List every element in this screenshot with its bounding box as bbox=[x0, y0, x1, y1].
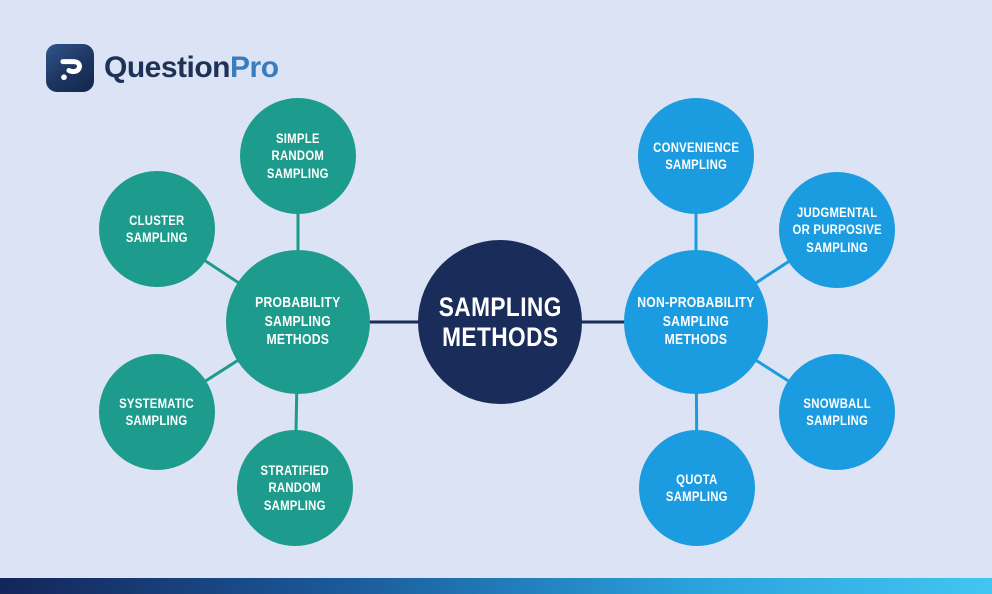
node-quota-sampling: QUOTA SAMPLING bbox=[639, 430, 755, 546]
node-probability-label: PROBABILITY SAMPLING METHODS bbox=[255, 294, 341, 349]
questionpro-wordmark: QuestionPro bbox=[104, 53, 279, 83]
node-sampling-methods-label: SAMPLING METHODS bbox=[438, 291, 562, 352]
node-stratified-random-sampling: STRATIFIED RANDOM SAMPLING bbox=[237, 430, 353, 546]
node-quota-label: QUOTA SAMPLING bbox=[666, 471, 728, 504]
node-convenience-sampling: CONVENIENCE SAMPLING bbox=[638, 98, 754, 214]
footer-gradient-bar bbox=[0, 578, 992, 594]
node-convenience-label: CONVENIENCE SAMPLING bbox=[653, 139, 739, 172]
node-non-probability-sampling-methods: NON-PROBABILITY SAMPLING METHODS bbox=[624, 250, 768, 394]
questionpro-logo-icon bbox=[46, 44, 94, 92]
questionpro-logo: QuestionPro bbox=[46, 44, 279, 92]
question-mark-glyph bbox=[60, 59, 82, 81]
logo-text-question: Question bbox=[104, 51, 231, 84]
node-non-probability-label: NON-PROBABILITY SAMPLING METHODS bbox=[637, 294, 755, 349]
node-systematic-sampling: SYSTEMATIC SAMPLING bbox=[99, 354, 215, 470]
node-simple-random-label: SIMPLE RANDOM SAMPLING bbox=[267, 131, 329, 181]
node-cluster-sampling: CLUSTER SAMPLING bbox=[99, 171, 215, 287]
node-snowball-sampling: SNOWBALL SAMPLING bbox=[779, 354, 895, 470]
node-systematic-label: SYSTEMATIC SAMPLING bbox=[119, 395, 195, 428]
node-snowball-label: SNOWBALL SAMPLING bbox=[803, 395, 871, 428]
node-simple-random-sampling: SIMPLE RANDOM SAMPLING bbox=[240, 98, 356, 214]
node-stratified-label: STRATIFIED RANDOM SAMPLING bbox=[260, 463, 330, 513]
node-probability-sampling-methods: PROBABILITY SAMPLING METHODS bbox=[226, 250, 370, 394]
node-sampling-methods: SAMPLING METHODS bbox=[418, 240, 582, 404]
node-judgmental-label: JUDGMENTAL OR PURPOSIVE SAMPLING bbox=[792, 205, 882, 255]
node-judgmental-purposive-sampling: JUDGMENTAL OR PURPOSIVE SAMPLING bbox=[779, 172, 895, 288]
logo-text-pro: Pro bbox=[230, 51, 279, 84]
node-cluster-label: CLUSTER SAMPLING bbox=[126, 212, 188, 245]
